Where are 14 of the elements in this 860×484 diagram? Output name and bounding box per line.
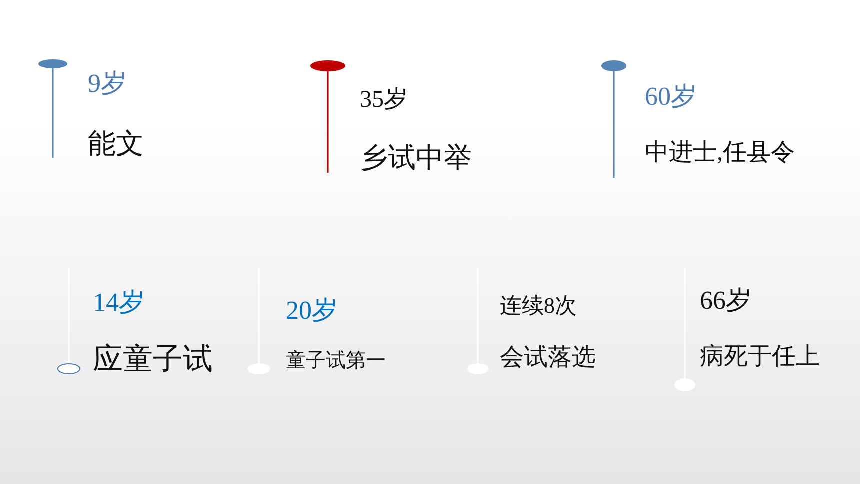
age-label: 14岁 <box>93 289 145 318</box>
event-text: 应童子试 <box>93 343 213 376</box>
event-text: 中进士,任县令 <box>645 140 795 166</box>
event-text: 连续8次 <box>500 294 577 318</box>
event-text: 乡试中举 <box>360 144 472 175</box>
age-label: 20岁 <box>286 297 338 326</box>
event-text: 会试落选 <box>500 345 596 372</box>
age-label: 35岁 <box>360 87 408 114</box>
event-text: 病死于任上 <box>700 344 820 370</box>
age-label: 66岁 <box>700 287 752 316</box>
age-label: 60岁 <box>645 83 697 112</box>
age-label: 9岁 <box>88 70 127 99</box>
event-text: 能文 <box>88 130 144 161</box>
event-text: 童子试第一 <box>286 350 386 372</box>
